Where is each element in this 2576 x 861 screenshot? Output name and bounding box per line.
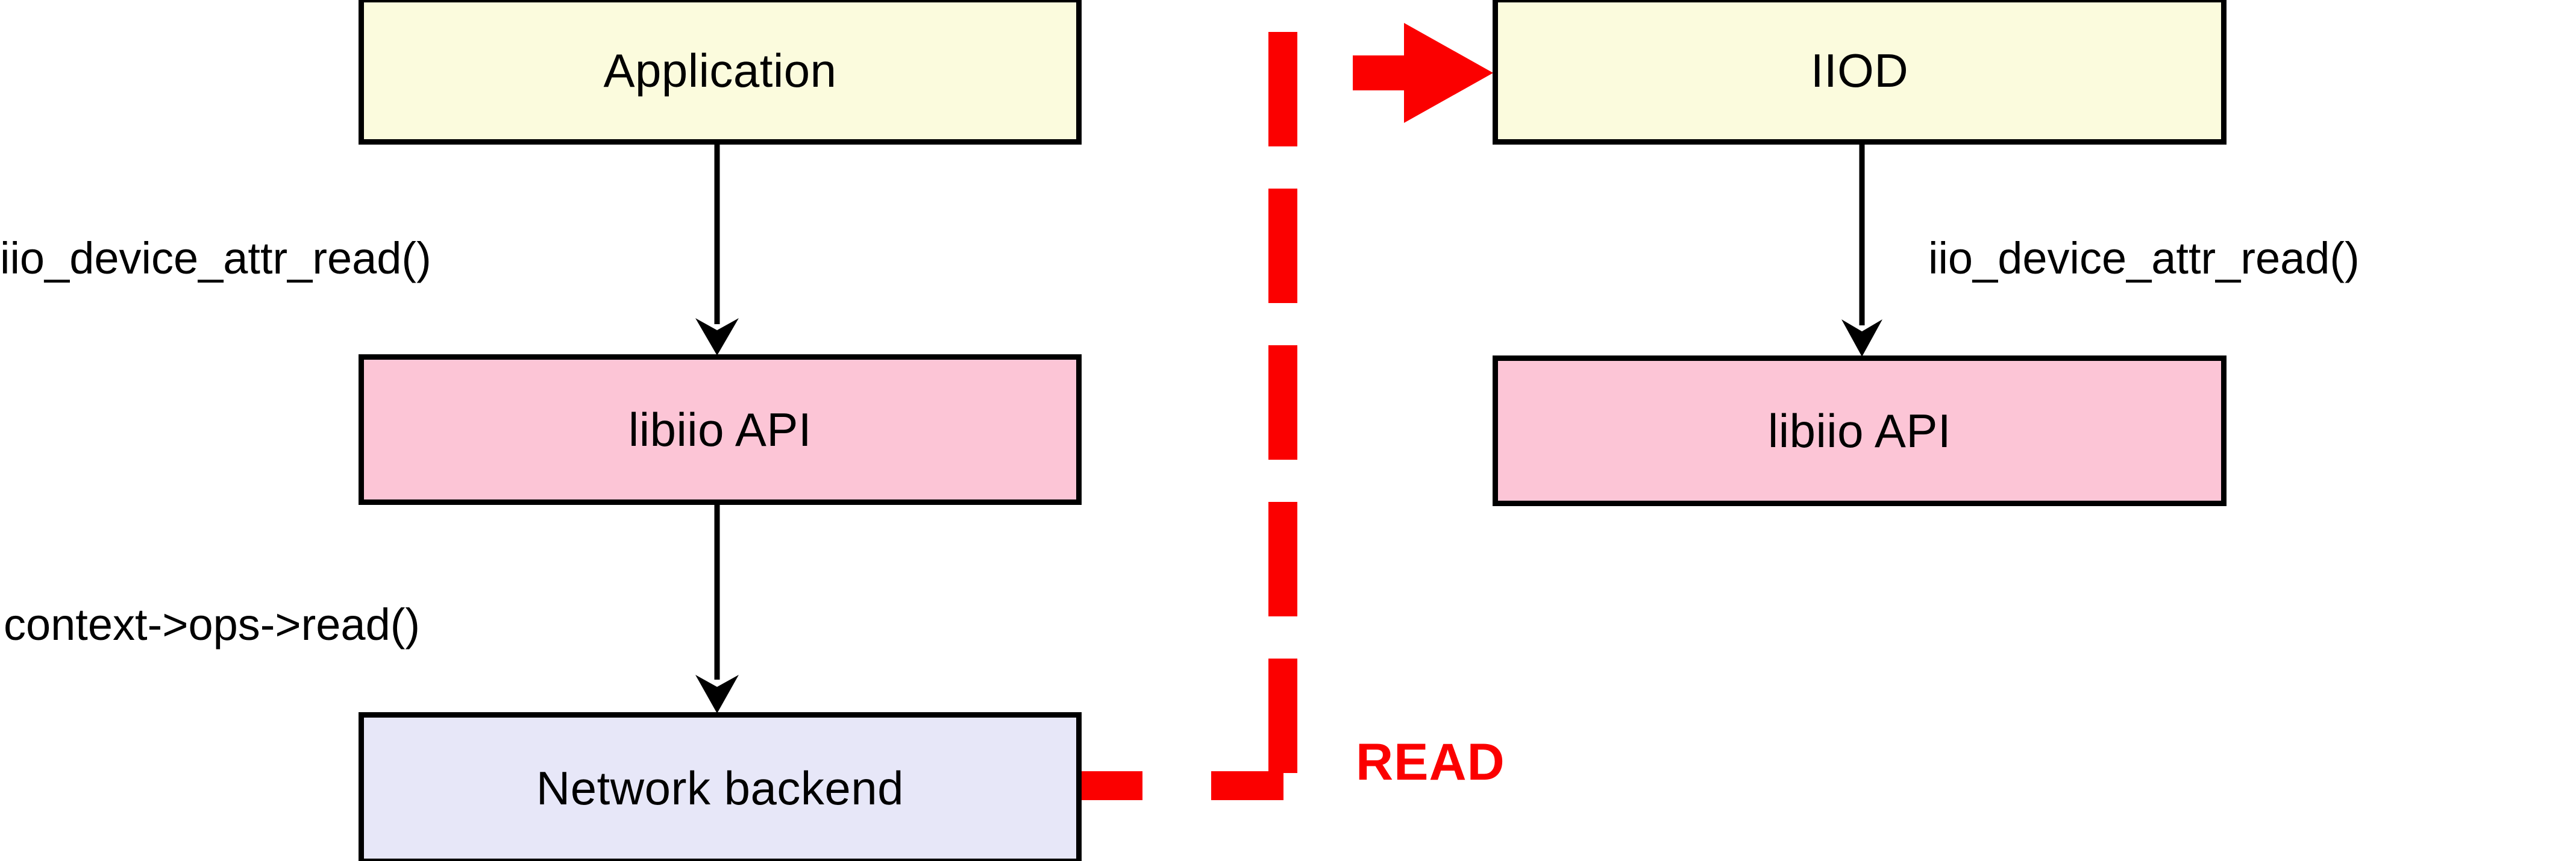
box-libiio-api-left[interactable]: libiio API xyxy=(359,354,1082,505)
red-block-arrow-icon xyxy=(1353,23,1493,123)
box-iiod[interactable]: IIOD xyxy=(1493,0,2227,145)
box-application[interactable]: Application xyxy=(359,0,1082,145)
red-dashed-separator xyxy=(1268,32,1297,773)
arrow-iiod-to-libiio xyxy=(1841,145,1882,357)
arrow-libiio-to-network-backend xyxy=(695,505,739,713)
box-libiio-api-right[interactable]: libiio API xyxy=(1493,355,2227,506)
edge-label-libiio-to-backend: context->ops->read() xyxy=(4,600,421,650)
edge-label-app-to-libiio: iio_device_attr_read() xyxy=(0,233,431,283)
arrow-application-to-libiio xyxy=(695,145,739,355)
box-network-backend[interactable]: Network backend xyxy=(359,712,1082,861)
read-caption: READ xyxy=(1356,733,1505,791)
red-dashed-link xyxy=(1071,771,1283,800)
edge-label-iiod-to-libiio: iio_device_attr_read() xyxy=(1928,233,2360,283)
